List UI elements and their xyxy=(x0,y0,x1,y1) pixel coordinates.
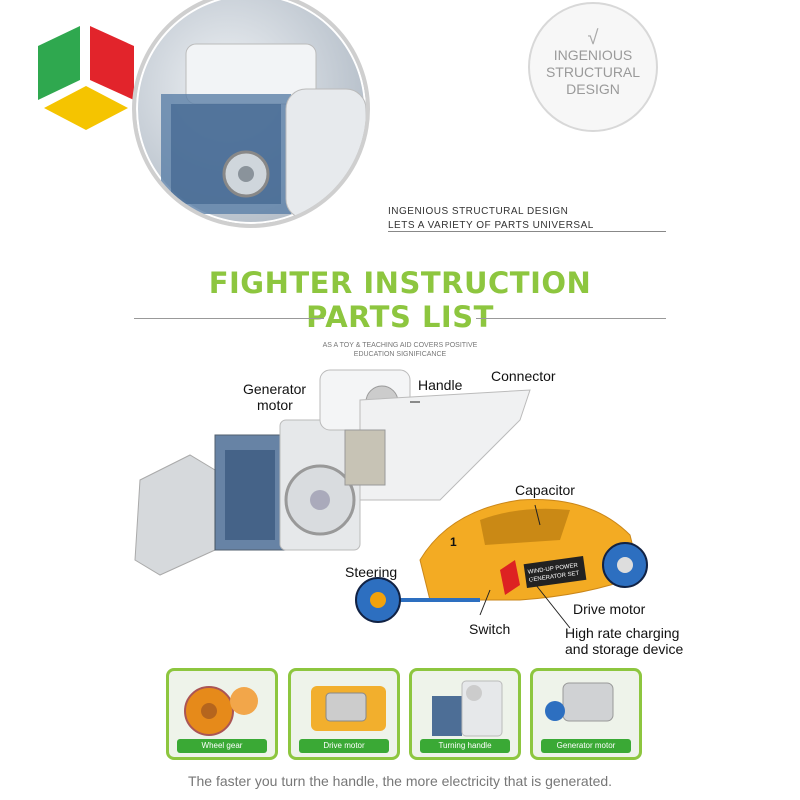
thumbnail-caption: Turning handle xyxy=(420,739,510,753)
page-title: FIGHTER INSTRUCTION xyxy=(208,266,592,300)
check-icon: √ xyxy=(587,27,599,49)
structural-design-badge: √ INGENIOUS STRUCTURAL DESIGN xyxy=(528,2,658,132)
label-line: High rate charging xyxy=(565,625,680,641)
label-handle: Handle xyxy=(418,377,463,393)
divider xyxy=(388,231,666,232)
fighter-car: 1 WIND-UP POWER GENERATOR SET xyxy=(355,498,648,623)
product-illustration: 1 WIND-UP POWER GENERATOR SET xyxy=(134,369,648,629)
badge-line: INGENIOUS xyxy=(553,47,633,63)
thumbnail-generator-motor: Generator motor xyxy=(530,668,642,760)
thumbnail-wheel-gear: Wheel gear xyxy=(166,668,278,760)
generator-unit xyxy=(134,369,531,576)
footer-caption: The faster you turn the handle, the more… xyxy=(187,773,613,789)
brand-logo-icon xyxy=(38,26,134,130)
structure-detail-image xyxy=(132,0,370,228)
structural-caption: INGENIOUS STRUCTURAL DESIGN LETS A VARIE… xyxy=(388,205,594,233)
label-drive-motor: Drive motor xyxy=(573,601,646,617)
thumbnail-caption: Drive motor xyxy=(299,739,389,753)
label-capacitor: Capacitor xyxy=(515,482,575,498)
tagline-line: EDUCATION SIGNIFICANCE xyxy=(353,351,447,358)
divider xyxy=(134,318,324,319)
label-high-rate-storage: High rate charging and storage device xyxy=(565,625,683,657)
label-line: Generator xyxy=(243,381,307,397)
label-switch: Switch xyxy=(469,621,511,637)
tagline: AS A TOY & TEACHING AID COVERS POSITIVE … xyxy=(0,341,800,359)
thumbnail-turning-handle: Turning handle xyxy=(409,668,521,760)
badge-line: STRUCTURAL xyxy=(545,64,641,80)
label-generator-motor: Generator motor xyxy=(243,381,306,413)
label-connector: Connector xyxy=(491,368,556,384)
structural-caption-line: LETS A VARIETY OF PARTS UNIVERSAL xyxy=(388,220,594,231)
label-steering: Steering xyxy=(345,564,398,580)
thumbnail-caption: Wheel gear xyxy=(177,739,267,753)
structural-caption-line: INGENIOUS STRUCTURAL DESIGN xyxy=(388,206,569,217)
badge-line: DESIGN xyxy=(566,81,620,97)
thumbnail-drive-motor: Drive motor xyxy=(288,668,400,760)
tagline-line: AS A TOY & TEACHING AID COVERS POSITIVE xyxy=(322,342,478,349)
car-number: 1 xyxy=(450,535,457,549)
thumbnail-caption: Generator motor xyxy=(541,739,631,753)
label-line: motor xyxy=(257,397,293,413)
divider xyxy=(476,318,666,319)
label-line: and storage device xyxy=(565,641,684,657)
page-subtitle-heading: PARTS LIST xyxy=(306,300,494,334)
